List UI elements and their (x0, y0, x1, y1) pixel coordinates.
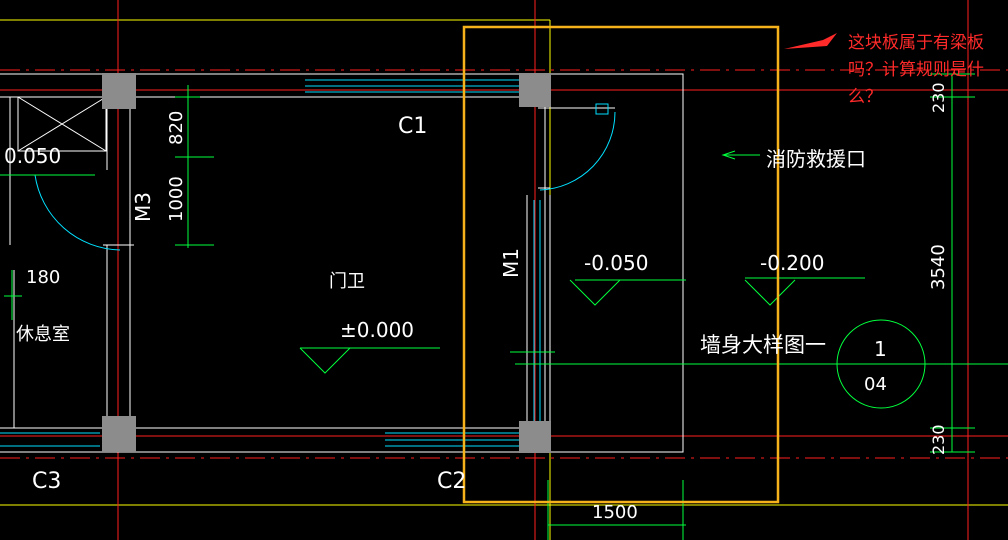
window-label-c3: C3 (32, 469, 61, 494)
dimension-lines (0, 73, 1008, 540)
columns (102, 73, 551, 453)
door-label-m1: M1 (499, 248, 523, 278)
dimension-230-top: 230 (929, 82, 948, 113)
elevator-shaft (17, 96, 107, 152)
windows (0, 79, 541, 447)
walls (0, 73, 684, 453)
dimension-820: 820 (166, 111, 187, 145)
room-label-guard: 门卫 (329, 271, 365, 292)
elevation-slab-a: -0.050 (584, 251, 648, 275)
fire-rescue-label: 消防救援口 (766, 147, 866, 171)
door-label-m3: M3 (131, 192, 155, 222)
annotation-question: 这块板属于有梁板吗？计算规则是什么？ (848, 33, 984, 107)
doors (34, 103, 616, 251)
dimension-180: 180 (26, 267, 60, 288)
callout-number: 1 (874, 337, 887, 361)
annotation-arrow (784, 33, 837, 49)
elevation-slab-b: -0.200 (760, 251, 824, 275)
window-label-c2: C2 (437, 469, 466, 494)
dimension-1500: 1500 (592, 502, 638, 523)
wall-detail-label: 墙身大样图一 (700, 333, 826, 357)
room-label-rest: 休息室 (16, 324, 70, 345)
dimension-230-bottom: 230 (929, 424, 948, 455)
window-label-c1: C1 (398, 114, 427, 139)
elevation-left: 0.050 (4, 144, 61, 168)
selection-highlight[interactable] (462, 25, 780, 504)
callout-sheet: 04 (864, 374, 887, 395)
elevation-guard: ±0.000 (340, 318, 414, 342)
section-callout (836, 319, 926, 409)
dimension-3540: 3540 (928, 244, 949, 290)
dimension-1000: 1000 (166, 176, 187, 222)
